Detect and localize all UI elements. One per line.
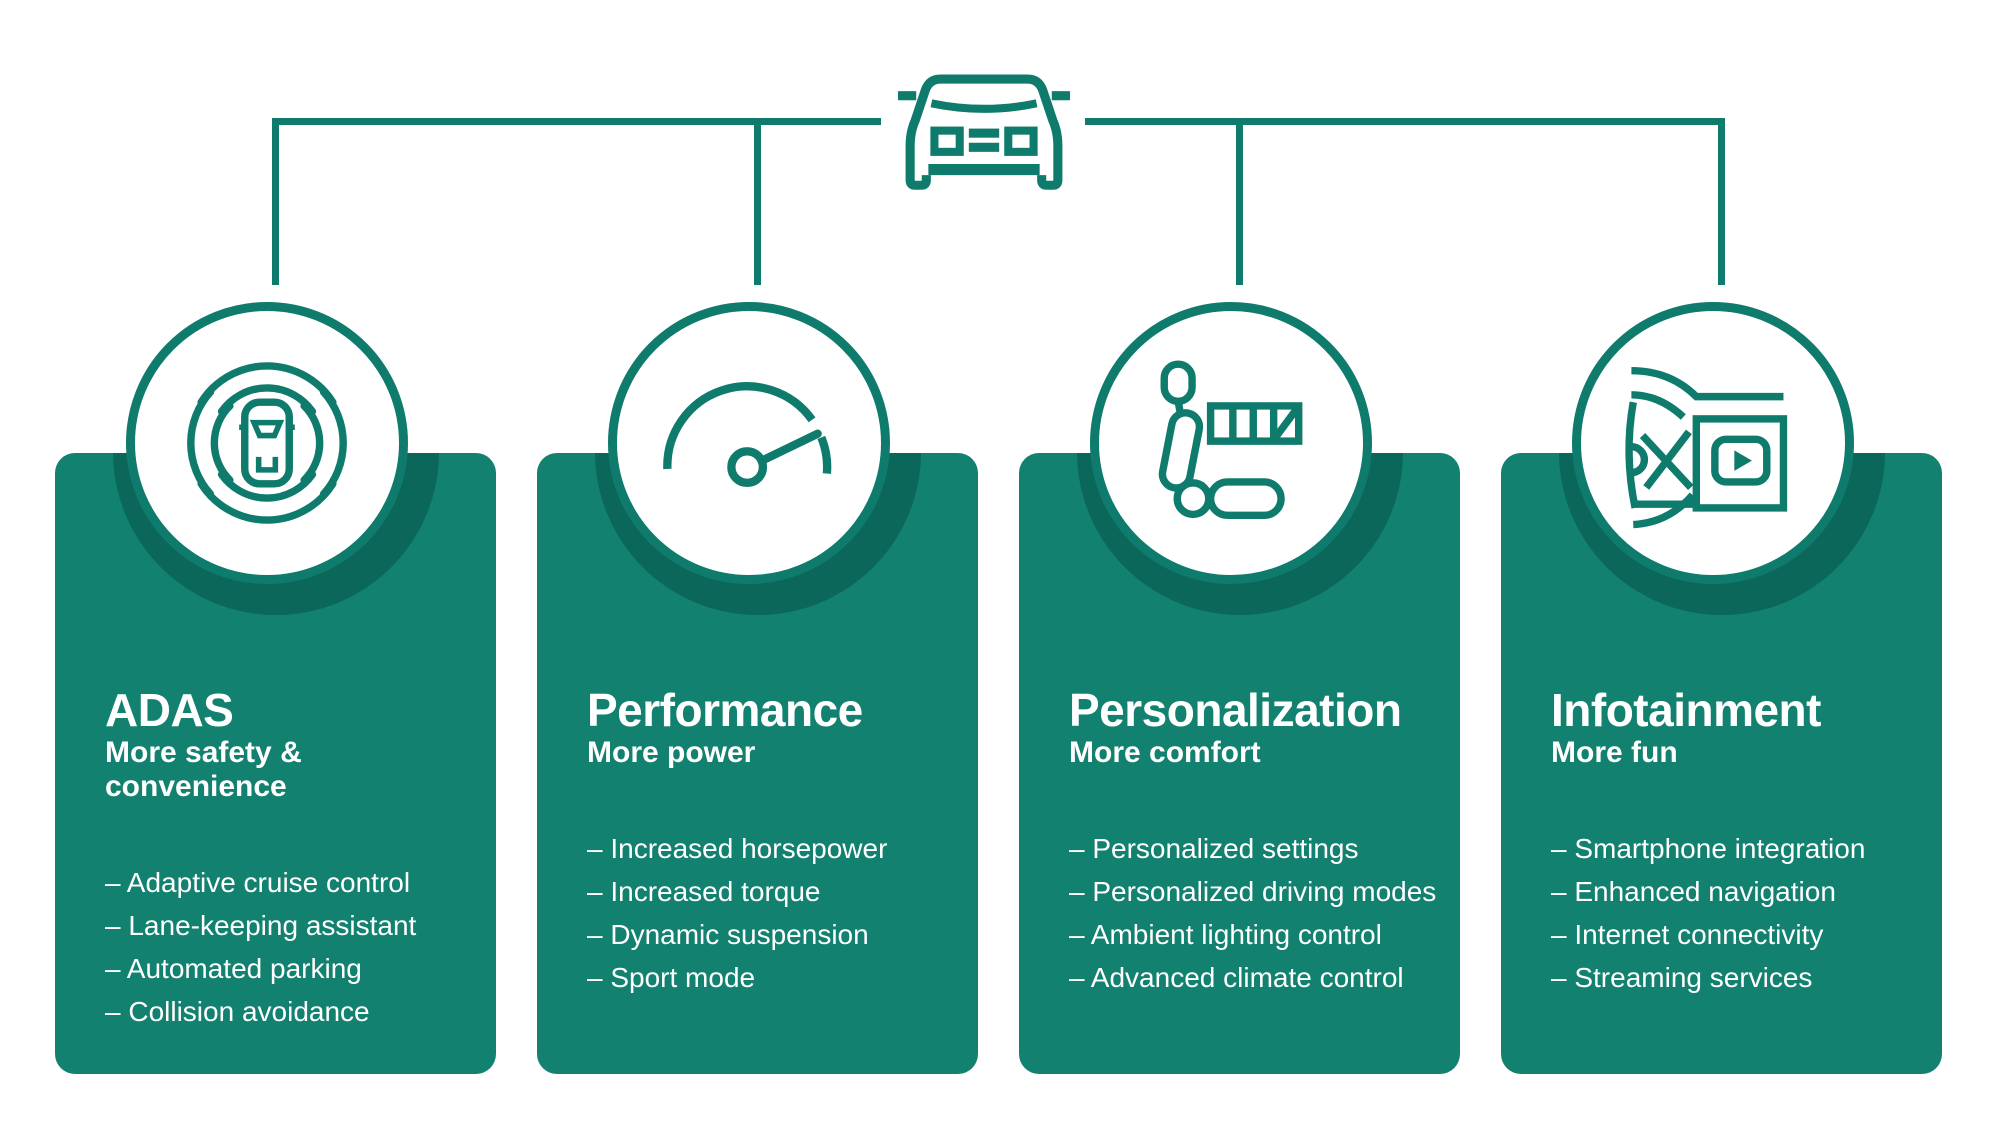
card-subtitle: More comfort bbox=[1069, 736, 1261, 769]
list-item: – Lane-keeping assistant bbox=[105, 910, 417, 941]
list-item: – Smartphone integration bbox=[1551, 833, 1866, 864]
card-subtitle: More fun bbox=[1551, 736, 1678, 769]
feature-column-personalization: Personalization More comfort – Personali… bbox=[1019, 0, 1460, 1125]
list-item: – Internet connectivity bbox=[1551, 919, 1824, 950]
feature-list: – Personalized settings – Personalized d… bbox=[1069, 827, 1444, 999]
feature-list: – Smartphone integration – Enhanced navi… bbox=[1551, 827, 1926, 999]
list-item: – Increased torque bbox=[587, 876, 821, 907]
card-text: Infotainment More fun – Smartphone integ… bbox=[1501, 453, 1942, 999]
car-seat-icon bbox=[1158, 360, 1302, 520]
icon-badge bbox=[1571, 302, 1854, 584]
feature-column-infotainment: Infotainment More fun – Smartphone integ… bbox=[1501, 0, 1942, 1125]
list-item: – Sport mode bbox=[587, 962, 756, 993]
icon-badge bbox=[607, 302, 890, 584]
card-subtitle: More power bbox=[587, 736, 756, 769]
card-title: Infotainment bbox=[1551, 684, 1821, 736]
list-item: – Streaming services bbox=[1551, 962, 1813, 993]
list-item: – Automated parking bbox=[105, 953, 362, 984]
card-text: ADAS More safety & convenience – Adaptiv… bbox=[55, 453, 496, 1033]
connector-vertical-personalization bbox=[1236, 118, 1243, 285]
card-title: ADAS bbox=[105, 684, 234, 736]
feature-column-performance: Performance More power – Increased horse… bbox=[537, 0, 978, 1125]
connector-vertical-adas bbox=[272, 118, 279, 285]
list-item: – Dynamic suspension bbox=[587, 919, 869, 950]
card-title: Performance bbox=[587, 684, 863, 736]
list-item: – Ambient lighting control bbox=[1069, 919, 1382, 950]
radar-car-icon bbox=[186, 362, 347, 524]
speedometer-icon bbox=[662, 382, 831, 488]
icon-badge bbox=[1089, 302, 1372, 584]
card-text: Personalization More comfort – Personali… bbox=[1019, 453, 1460, 999]
card-title: Personalization bbox=[1069, 684, 1402, 736]
feature-card-infotainment: Infotainment More fun – Smartphone integ… bbox=[1501, 453, 1942, 1074]
list-item: – Advanced climate control bbox=[1069, 962, 1404, 993]
list-item: – Collision avoidance bbox=[105, 996, 370, 1027]
card-text: Performance More power – Increased horse… bbox=[537, 453, 978, 999]
list-item: – Enhanced navigation bbox=[1551, 876, 1836, 907]
feature-list: – Increased horsepower – Increased torqu… bbox=[587, 827, 962, 999]
infotainment-screen-icon bbox=[1624, 366, 1787, 529]
connector-vertical-infotainment bbox=[1718, 118, 1725, 285]
list-item: – Personalized driving modes bbox=[1069, 876, 1437, 907]
connector-horizontal-right bbox=[1085, 118, 1725, 125]
connector-horizontal-left bbox=[272, 118, 881, 125]
card-subtitle: More safety & convenience bbox=[105, 736, 302, 803]
car-front-icon bbox=[898, 74, 1070, 190]
connector-vertical-performance bbox=[754, 118, 761, 285]
feature-list: – Adaptive cruise control – Lane-keeping… bbox=[105, 861, 480, 1033]
icon-badge bbox=[125, 302, 408, 584]
list-item: – Adaptive cruise control bbox=[105, 867, 411, 898]
list-item: – Personalized settings bbox=[1069, 833, 1359, 864]
feature-column-adas: ADAS More safety & convenience – Adaptiv… bbox=[55, 0, 496, 1125]
list-item: – Increased horsepower bbox=[587, 833, 888, 864]
